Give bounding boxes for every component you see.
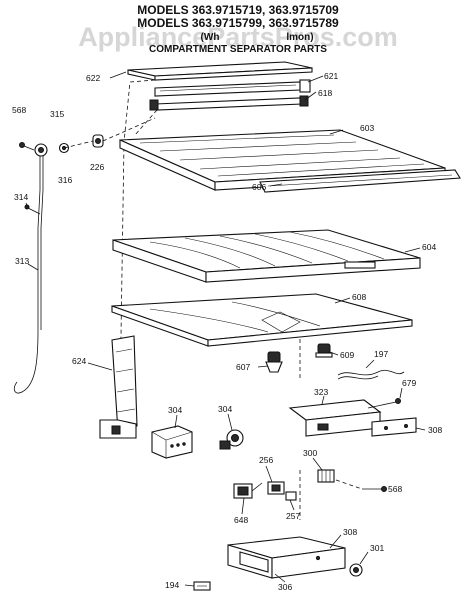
label-194: 194 [165,580,179,590]
label-300: 300 [303,448,317,458]
leader-lines [25,71,426,587]
part-304-thermostat-b [219,429,244,450]
header-color-right: lmon) [286,32,313,43]
assembly-line-618 [134,109,158,136]
part-621-bar [154,79,311,97]
label-604: 604 [422,242,436,252]
label-316: 316 [58,175,72,185]
part-618-bar [149,95,309,111]
part-607-grommet [265,351,283,373]
label-323: 323 [314,387,328,397]
label-609: 609 [340,350,354,360]
part-606-trim-strip [259,169,461,193]
label-257: 257 [286,511,300,521]
label-197: 197 [374,349,388,359]
part-257-clip [285,491,297,501]
label-608: 608 [352,292,366,302]
header-models-line-1: MODELS 363.9715719, 363.9715709 [137,3,339,17]
label-308a: 308 [428,425,442,435]
part-609-clip [315,343,333,358]
part-194-label [193,581,211,591]
watermark: AppliancePartsPros.com [78,22,398,52]
label-308b: 308 [343,527,357,537]
part-300-terminal [317,469,335,483]
label-603: 603 [360,123,374,133]
part-304-connector-a [151,425,193,459]
header-models-line-2: MODELS 363.9715799, 363.9715789 [137,16,339,30]
label-618: 618 [318,88,332,98]
part-306-cover [239,551,269,573]
part-308-housing-b [227,536,346,579]
part-624-baffle [99,335,138,439]
part-604-cover [112,229,421,283]
label-226: 226 [90,162,104,172]
label-622: 622 [86,73,100,83]
part-301-knob [349,563,363,577]
part-226-bushing [92,134,104,148]
label-314: 314 [14,192,28,202]
part-648-switch [233,482,263,499]
part-622-cover [127,61,313,81]
assembly-line-316 [63,140,94,149]
label-624: 624 [72,356,86,366]
label-313: 313 [15,256,29,266]
part-313-control-rod [13,156,44,394]
part-323-bracket [288,399,382,437]
part-679-screw [367,398,401,409]
part-308-plate-a [371,417,417,437]
label-568b: 568 [388,484,402,494]
label-568a: 568 [12,105,26,115]
label-679: 679 [402,378,416,388]
label-621: 621 [324,71,338,81]
label-648: 648 [234,515,248,525]
label-301: 301 [370,543,384,553]
label-315: 315 [50,109,64,119]
label-256: 256 [259,455,273,465]
part-256-switch [267,481,285,495]
assembly-line-568b [335,479,363,490]
part-568-screw [19,142,35,151]
label-304b: 304 [218,404,232,414]
part-608-pan [111,293,413,347]
header-color-left: (Wh [201,32,220,43]
part-315-knob [34,143,48,157]
label-607: 607 [236,362,250,372]
label-606: 606 [252,182,266,192]
assembly-line-226 [102,117,156,142]
part-197-wire-harness [337,369,405,380]
part-568-screw-b [362,486,387,492]
label-306: 306 [278,582,292,592]
label-304a: 304 [168,405,182,415]
header-section-title: COMPARTMENT SEPARATOR PARTS [149,44,327,55]
